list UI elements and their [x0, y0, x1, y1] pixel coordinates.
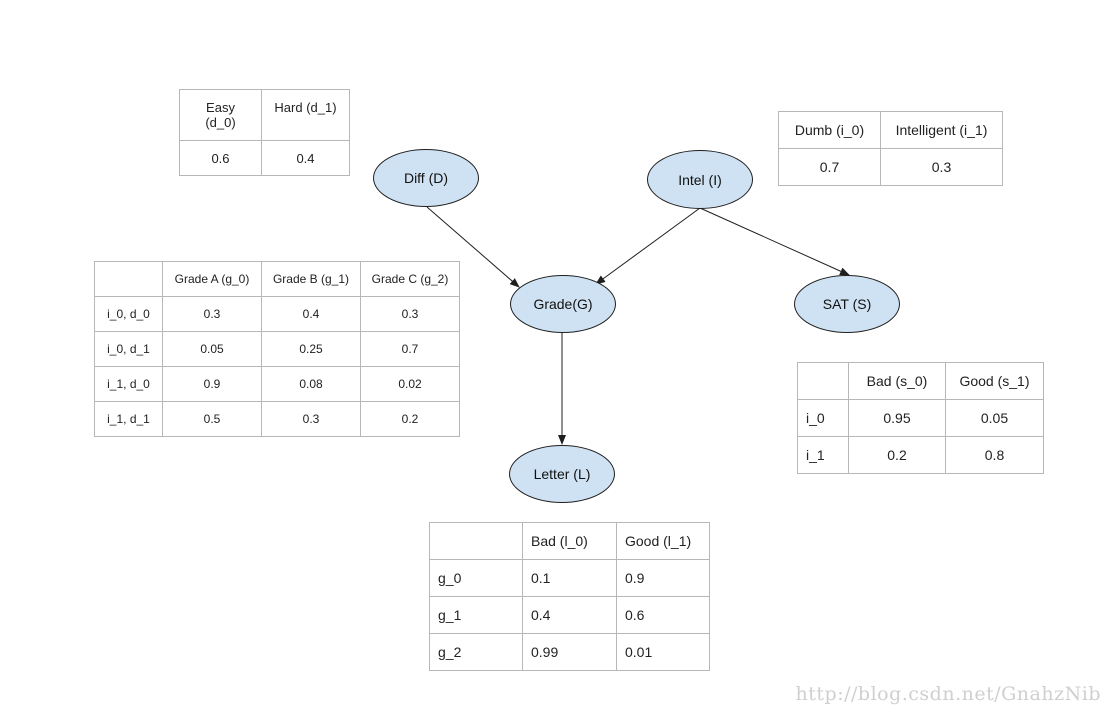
- cell-value: 0.8: [945, 436, 1044, 474]
- cpt-sat-table: Bad (s_0) Good (s_1) i_0 0.95 0.05 i_1 0…: [797, 362, 1044, 474]
- row-label: g_2: [429, 633, 523, 671]
- row-label: i_0: [797, 399, 849, 437]
- node-intel[interactable]: Intel (I): [647, 150, 753, 209]
- cell-value: 0.3: [162, 296, 262, 332]
- cell-value: 0.4: [261, 296, 361, 332]
- header-grade-b: Grade B (g_1): [261, 261, 361, 297]
- row-label: i_0, d_0: [94, 296, 163, 332]
- header-easy: Easy (d_0): [179, 89, 262, 141]
- value-easy: 0.6: [179, 140, 262, 176]
- table-row: g_2 0.99 0.01: [429, 633, 710, 671]
- header-bad: Bad (l_0): [522, 522, 617, 560]
- table-row: i_0 0.95 0.05: [797, 399, 1044, 437]
- row-label: g_0: [429, 559, 523, 597]
- cell-value: 0.5: [162, 401, 262, 437]
- value-intelligent: 0.3: [880, 148, 1003, 186]
- header-empty: [429, 522, 523, 560]
- cell-value: 0.08: [261, 366, 361, 402]
- table-row: i_0, d_1 0.05 0.25 0.7: [94, 331, 460, 367]
- table-row: i_1 0.2 0.8: [797, 436, 1044, 474]
- header-empty: [94, 261, 163, 297]
- table-row: Easy (d_0) Hard (d_1): [179, 89, 350, 141]
- header-good: Good (l_1): [616, 522, 710, 560]
- table-row: 0.6 0.4: [179, 140, 350, 176]
- header-dumb: Dumb (i_0): [778, 111, 881, 149]
- cell-value: 0.25: [261, 331, 361, 367]
- header-intelligent: Intelligent (i_1): [880, 111, 1003, 149]
- header-empty: [797, 362, 849, 400]
- table-row: Bad (l_0) Good (l_1): [429, 522, 710, 560]
- node-diff[interactable]: Diff (D): [373, 149, 479, 207]
- header-hard: Hard (d_1): [261, 89, 350, 141]
- cell-value: 0.95: [848, 399, 946, 437]
- header-grade-c: Grade C (g_2): [360, 261, 460, 297]
- cell-value: 0.05: [162, 331, 262, 367]
- cell-value: 0.9: [162, 366, 262, 402]
- table-row: g_1 0.4 0.6: [429, 596, 710, 634]
- cell-value: 0.2: [360, 401, 460, 437]
- cell-value: 0.2: [848, 436, 946, 474]
- value-dumb: 0.7: [778, 148, 881, 186]
- node-sat[interactable]: SAT (S): [794, 275, 900, 333]
- node-letter[interactable]: Letter (L): [509, 445, 615, 503]
- cell-value: 0.01: [616, 633, 710, 671]
- table-row: Bad (s_0) Good (s_1): [797, 362, 1044, 400]
- cell-value: 0.7: [360, 331, 460, 367]
- cpt-grade-table: Grade A (g_0) Grade B (g_1) Grade C (g_2…: [94, 261, 460, 437]
- table-row: 0.7 0.3: [778, 148, 1003, 186]
- table-row: i_1, d_1 0.5 0.3 0.2: [94, 401, 460, 437]
- cpt-intelligence-table: Dumb (i_0) Intelligent (i_1) 0.7 0.3: [778, 111, 1003, 186]
- cell-value: 0.6: [616, 596, 710, 634]
- row-label: i_1, d_1: [94, 401, 163, 437]
- table-row: i_1, d_0 0.9 0.08 0.02: [94, 366, 460, 402]
- cell-value: 0.1: [522, 559, 617, 597]
- node-grade[interactable]: Grade(G): [510, 275, 616, 333]
- edge-diff-to-grade: [426, 206, 520, 288]
- table-row: g_0 0.1 0.9: [429, 559, 710, 597]
- row-label: i_1: [797, 436, 849, 474]
- edge-intel-to-grade: [595, 207, 701, 285]
- cell-value: 0.9: [616, 559, 710, 597]
- table-row: i_0, d_0 0.3 0.4 0.3: [94, 296, 460, 332]
- value-hard: 0.4: [261, 140, 350, 176]
- cpt-difficulty-table: Easy (d_0) Hard (d_1) 0.6 0.4: [179, 89, 350, 176]
- cell-value: 0.02: [360, 366, 460, 402]
- row-label: g_1: [429, 596, 523, 634]
- row-label: i_0, d_1: [94, 331, 163, 367]
- cell-value: 0.3: [360, 296, 460, 332]
- header-good: Good (s_1): [945, 362, 1044, 400]
- cell-value: 0.3: [261, 401, 361, 437]
- cpt-letter-table: Bad (l_0) Good (l_1) g_0 0.1 0.9 g_1 0.4…: [429, 522, 710, 671]
- row-label: i_1, d_0: [94, 366, 163, 402]
- cell-value: 0.99: [522, 633, 617, 671]
- header-grade-a: Grade A (g_0): [162, 261, 262, 297]
- table-row: Grade A (g_0) Grade B (g_1) Grade C (g_2…: [94, 261, 460, 297]
- watermark-url: http://blog.csdn.net/GnahzNib: [795, 683, 1101, 705]
- cell-value: 0.4: [522, 596, 617, 634]
- table-row: Dumb (i_0) Intelligent (i_1): [778, 111, 1003, 149]
- header-bad: Bad (s_0): [848, 362, 946, 400]
- cell-value: 0.05: [945, 399, 1044, 437]
- edge-intel-to-sat: [699, 207, 850, 276]
